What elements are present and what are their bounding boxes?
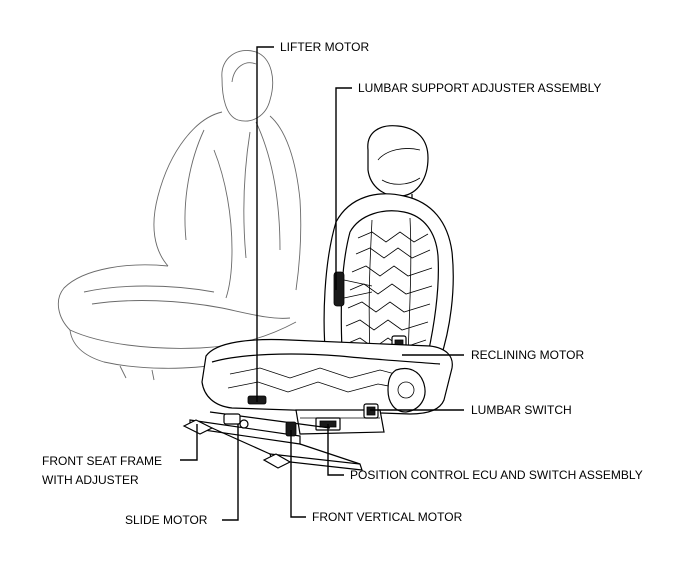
ghost-seat-outline xyxy=(57,50,302,381)
leader-lines xyxy=(180,46,464,521)
label-reclining-motor: RECLINING MOTOR xyxy=(471,348,584,362)
label-front-seat-frame-line1: FRONT SEAT FRAME xyxy=(42,454,162,468)
label-lumbar-support: LUMBAR SUPPORT ADJUSTER ASSEMBLY xyxy=(358,81,601,95)
label-front-vertical-motor: FRONT VERTICAL MOTOR xyxy=(312,510,463,524)
label-slide-motor: SLIDE MOTOR xyxy=(125,513,208,527)
leader-slide-motor xyxy=(222,424,239,521)
label-position-ecu: POSITION CONTROL ECU AND SWITCH ASSEMBLY xyxy=(350,468,643,482)
leader-front-vertical-motor xyxy=(290,430,306,518)
component-labels: LIFTER MOTOR LUMBAR SUPPORT ADJUSTER ASS… xyxy=(42,40,643,527)
label-lifter-motor: LIFTER MOTOR xyxy=(280,40,369,54)
label-lumbar-switch: LUMBAR SWITCH xyxy=(471,403,572,417)
seat-frame-drawing xyxy=(182,125,454,471)
leader-lifter-motor xyxy=(256,46,274,402)
leader-position-ecu xyxy=(327,424,344,476)
leader-front-seat-frame xyxy=(180,424,198,461)
label-front-seat-frame-line2: WITH ADJUSTER xyxy=(42,473,139,487)
leader-lumbar-support xyxy=(335,87,352,290)
